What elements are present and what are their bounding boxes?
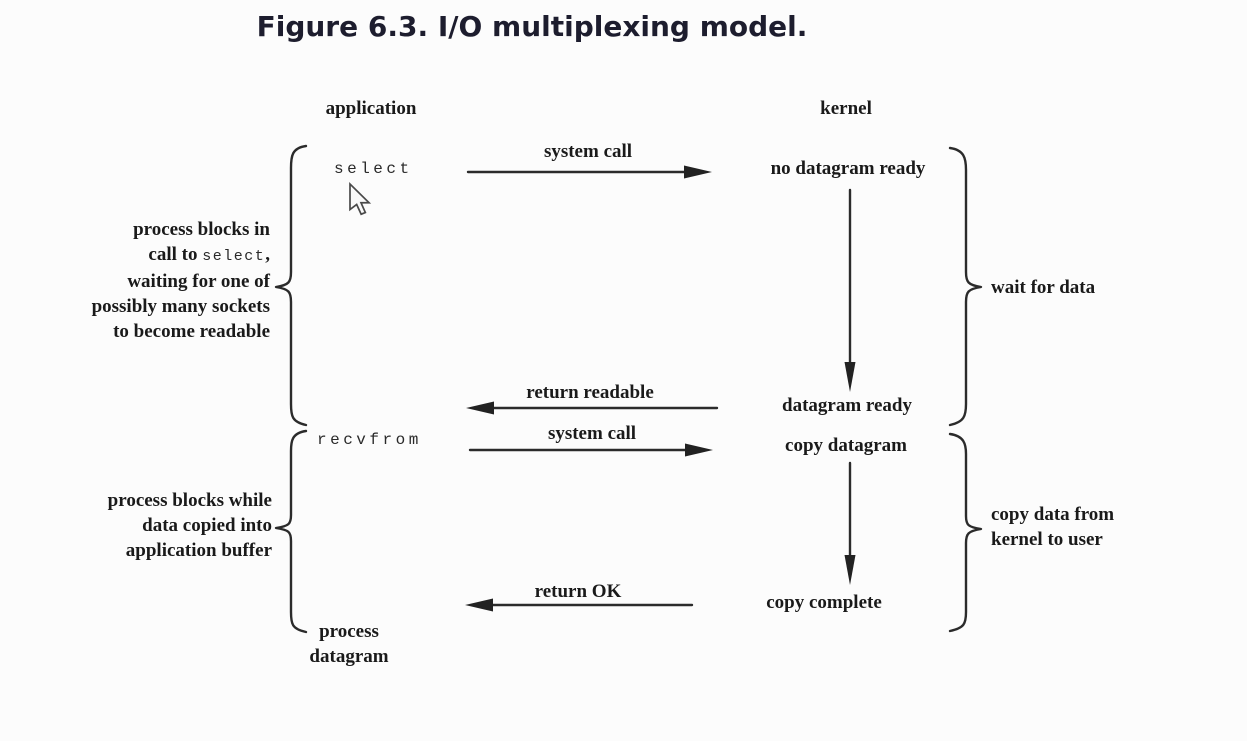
return-readable-arrow (466, 401, 719, 415)
system-call-label-2: system call (547, 423, 637, 444)
mouse-cursor-icon (349, 181, 372, 216)
copy-progress-arrow (844, 461, 856, 585)
system-call-arrow-1 (466, 165, 712, 179)
right-brace-copy (948, 432, 983, 633)
note-line: kernel to user (991, 529, 1103, 550)
kernel-state-datagram-ready: datagram ready (782, 395, 912, 416)
recvfrom-call-label: recvfrom (317, 431, 422, 449)
note-line: datagram (309, 646, 389, 667)
inline-select-code: select (202, 248, 266, 265)
return-readable-label: return readable (526, 382, 654, 403)
note-line: to become readable (113, 321, 270, 342)
return-ok-label: return OK (534, 581, 622, 602)
select-call-label: select (334, 160, 413, 178)
wait-for-data-arrow (844, 188, 856, 392)
system-call-label-1: system call (543, 141, 633, 162)
figure-title: Figure 6.3. I/O multiplexing model. (256, 10, 808, 43)
right-brace-wait (948, 146, 983, 427)
column-header-application: application (325, 98, 417, 119)
note-line: data copied into (142, 515, 272, 536)
note-line: process blocks while (107, 490, 272, 511)
kernel-state-copy-datagram: copy datagram (785, 435, 907, 456)
kernel-state-no-datagram-ready: no datagram ready (770, 158, 926, 179)
system-call-arrow-2 (468, 443, 713, 457)
return-ok-arrow (465, 598, 694, 612)
note-line: waiting for one of (127, 271, 270, 292)
left-brace-select (274, 144, 308, 427)
note-line: call to select, (148, 244, 270, 265)
note-copy-data: copy data from kernel to user (991, 502, 1114, 552)
note-process-blocks-recvfrom: process blocks while data copied into ap… (28, 488, 272, 563)
note-line: copy data from (991, 504, 1115, 525)
note-line: process blocks in (133, 219, 270, 240)
note-line: process (319, 621, 379, 642)
note-line: application buffer (125, 540, 272, 561)
note-line: possibly many sockets (91, 296, 270, 317)
column-header-kernel: kernel (820, 98, 872, 119)
process-datagram-label: process datagram (309, 619, 388, 669)
note-process-blocks-select: process blocks in call to select, waitin… (28, 217, 270, 344)
left-brace-recvfrom (274, 429, 308, 634)
note-wait-for-data: wait for data (991, 277, 1096, 298)
kernel-state-copy-complete: copy complete (766, 592, 882, 613)
